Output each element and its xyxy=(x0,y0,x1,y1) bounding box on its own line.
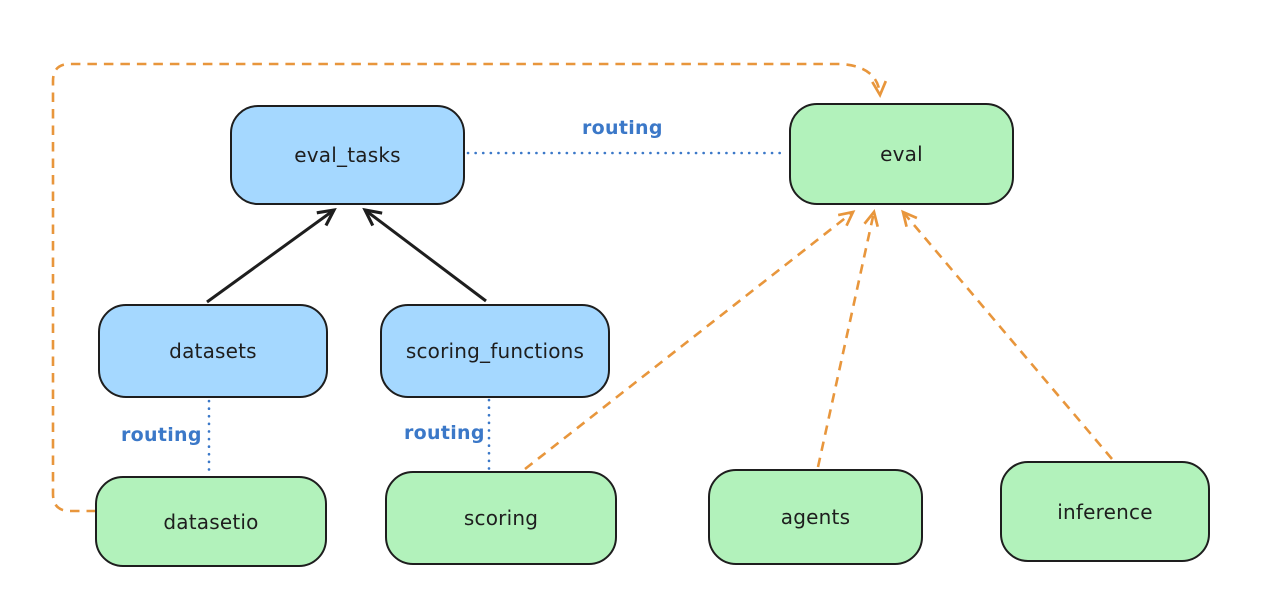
node-eval-label: eval xyxy=(880,142,923,166)
node-agents: agents xyxy=(708,469,923,565)
edge-scoring-functions-to-eval-tasks xyxy=(362,207,487,303)
node-eval: eval xyxy=(789,103,1014,205)
node-eval-tasks-label: eval_tasks xyxy=(294,143,401,167)
node-scoring: scoring xyxy=(385,471,617,565)
node-datasetio-label: datasetio xyxy=(163,509,259,534)
node-eval-tasks: eval_tasks xyxy=(230,105,465,205)
edge-scoring-to-eval xyxy=(524,210,856,471)
routing-label-scoring-functions-scoring: routing xyxy=(404,422,485,444)
node-inference: inference xyxy=(1000,461,1210,562)
routing-label-datasets-datasetio: routing xyxy=(121,424,202,446)
edge-agents-to-eval xyxy=(816,209,880,468)
node-datasetio: datasetio xyxy=(95,476,327,567)
node-scoring-functions: scoring_functions xyxy=(380,304,610,398)
routing-label-eval-tasks-eval: routing xyxy=(582,117,663,139)
node-scoring-functions-label: scoring_functions xyxy=(405,339,585,363)
node-inference-label: inference xyxy=(1057,499,1153,524)
node-agents-label: agents xyxy=(780,505,851,529)
edge-datasets-to-eval-tasks xyxy=(206,207,337,304)
node-datasets-label: datasets xyxy=(169,339,257,363)
node-scoring-label: scoring xyxy=(463,506,539,530)
edge-inference-to-eval xyxy=(901,209,1113,460)
edge-datasetio-to-eval xyxy=(51,62,888,513)
node-datasets: datasets xyxy=(98,304,328,398)
